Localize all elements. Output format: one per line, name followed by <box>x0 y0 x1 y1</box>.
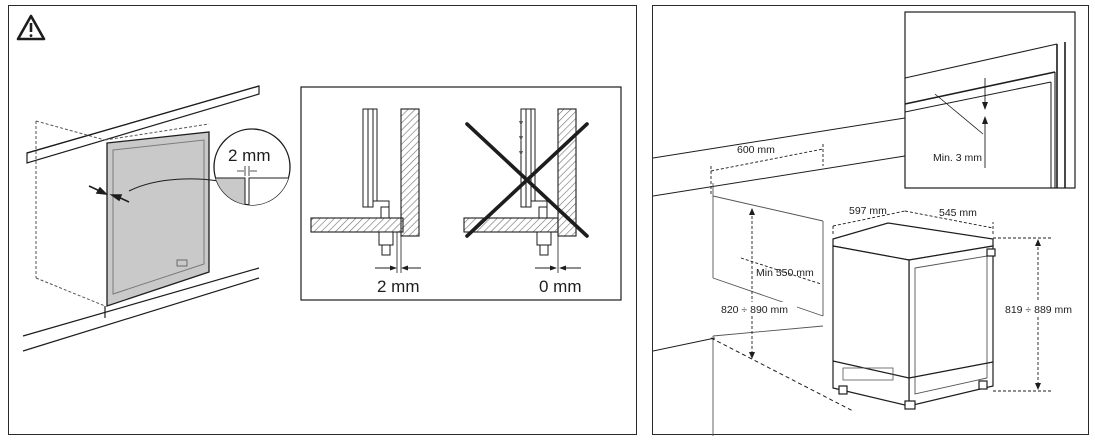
appliance-cabinet <box>832 222 996 410</box>
warning-triangle-icon <box>16 14 46 41</box>
callout-leader <box>128 178 220 192</box>
worktop-lines <box>653 117 906 197</box>
cabinet-outline <box>35 120 210 307</box>
niche-dimensions-panel: 600 mm Min 550 mm 820 ÷ 890 mm <box>652 5 1089 436</box>
appliance-width-label: 597 mm <box>849 205 887 217</box>
cross-out-icon <box>465 122 589 238</box>
worktop <box>26 85 260 164</box>
gap-callout: 2 mm <box>213 128 291 206</box>
niche-height-label: 820 ÷ 890 mm <box>721 304 788 316</box>
appliance-top-dimensions <box>832 210 994 234</box>
clearance-inset: Min. 3 mm <box>904 11 1076 189</box>
detail-correct-gap-label: 2 mm <box>377 277 420 296</box>
callout-gap-label: 2 mm <box>228 146 271 165</box>
appliance-height-arrow-bottom <box>1035 383 1041 390</box>
detail-correct: 2 mm <box>310 108 421 296</box>
niche-width-label: 600 mm <box>737 144 775 156</box>
niche-height-arrow-top <box>749 208 755 215</box>
inset-clearance-label: Min. 3 mm <box>933 152 982 164</box>
niche-outline <box>712 183 824 436</box>
appliance-depth-label: 545 mm <box>939 207 977 219</box>
door-gap-illustration: 2 mm 2 mm <box>16 14 622 352</box>
plinth <box>22 267 260 352</box>
detail-wrong-gap-label: 0 mm <box>539 277 582 296</box>
appliance-door <box>106 131 210 307</box>
niche-depth-label: Min 550 mm <box>756 267 814 279</box>
niche-height-arrow-bottom <box>749 352 755 359</box>
appliance-height-arrow-top <box>1035 239 1041 246</box>
floor-lines <box>710 337 854 412</box>
niche-depth-dimension <box>740 257 822 285</box>
niche-dimensions-illustration: 600 mm Min 550 mm 820 ÷ 890 mm <box>653 11 1081 436</box>
niche-width-dimension <box>710 144 824 194</box>
gap-arrows <box>88 185 130 203</box>
niche-height-label-bg <box>719 302 797 316</box>
installation-gap-panel: 2 mm 2 mm <box>8 5 637 435</box>
appliance-height-label-bg <box>1003 302 1081 316</box>
appliance-height-label: 819 ÷ 889 mm <box>1005 304 1072 316</box>
